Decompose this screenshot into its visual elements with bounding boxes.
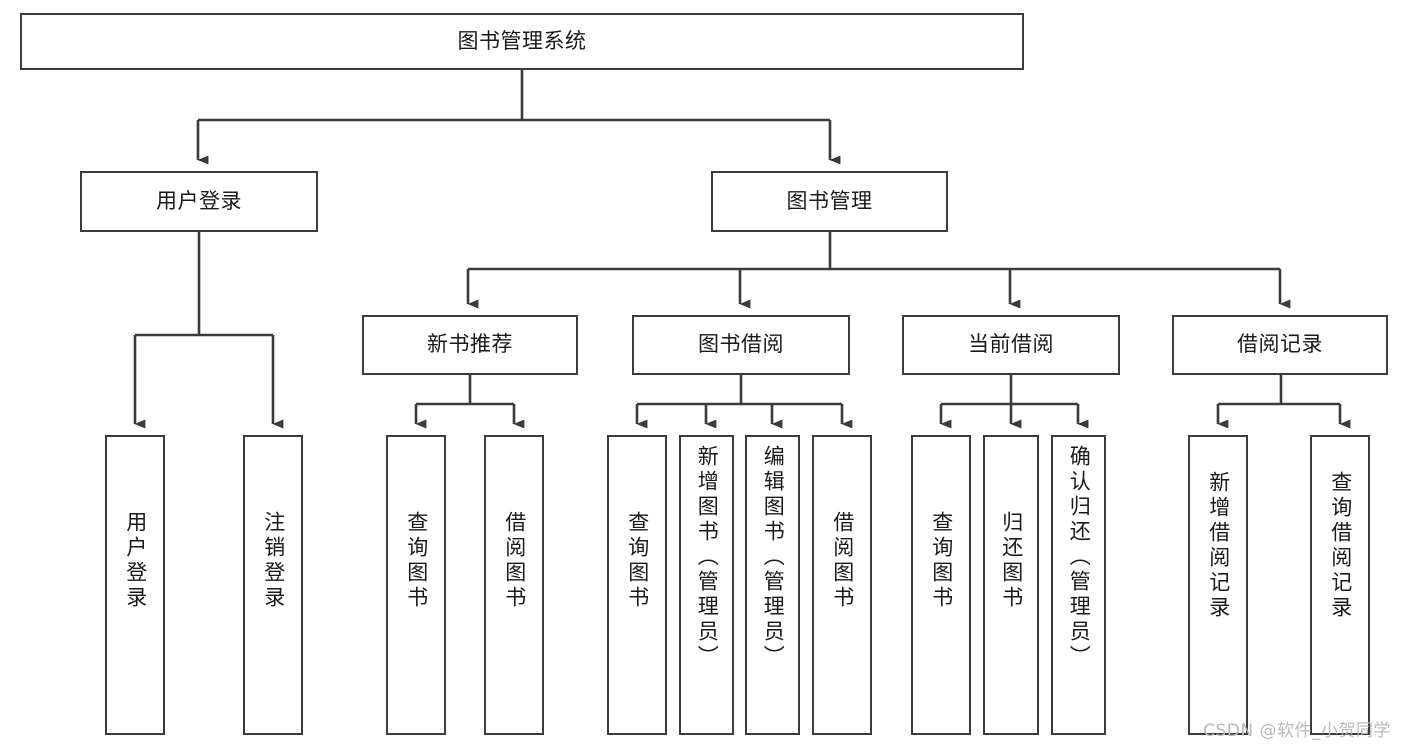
node-leaf-add-book-admin-label: 新增图书（管理员） bbox=[695, 445, 720, 670]
node-leaf-borrow-query-book[interactable]: 查询图书 bbox=[607, 435, 667, 735]
node-leaf-borrow-book[interactable]: 借阅图书 bbox=[812, 435, 872, 735]
node-user-login[interactable]: 用户登录 bbox=[80, 171, 318, 232]
node-leaf-edit-book-admin[interactable]: 编辑图书（管理员） bbox=[745, 435, 800, 735]
node-leaf-recommend-query-book-label: 查询图书 bbox=[404, 511, 429, 611]
node-leaf-current-query-book-label: 查询图书 bbox=[929, 511, 954, 611]
node-book-manage[interactable]: 图书管理 bbox=[711, 171, 948, 232]
node-book-borrow-label: 图书借阅 bbox=[698, 332, 784, 357]
node-borrow-record[interactable]: 借阅记录 bbox=[1172, 315, 1388, 375]
node-leaf-query-borrow-record[interactable]: 查询借阅记录 bbox=[1310, 435, 1370, 735]
node-user-login-label: 用户登录 bbox=[156, 188, 242, 213]
node-current-borrow-label: 当前借阅 bbox=[968, 332, 1054, 357]
node-leaf-logout[interactable]: 注销登录 bbox=[243, 435, 303, 735]
node-leaf-user-login[interactable]: 用户登录 bbox=[105, 435, 165, 735]
node-leaf-add-borrow-record[interactable]: 新增借阅记录 bbox=[1188, 435, 1248, 735]
node-leaf-return-book-label: 归还图书 bbox=[999, 511, 1024, 611]
node-book-manage-label: 图书管理 bbox=[786, 188, 873, 213]
node-current-borrow[interactable]: 当前借阅 bbox=[902, 315, 1120, 375]
node-new-book-recommend-label: 新书推荐 bbox=[427, 332, 513, 357]
node-leaf-return-book[interactable]: 归还图书 bbox=[983, 435, 1039, 735]
node-leaf-recommend-query-book[interactable]: 查询图书 bbox=[386, 435, 446, 735]
node-root[interactable]: 图书管理系统 bbox=[20, 13, 1024, 70]
node-leaf-user-login-label: 用户登录 bbox=[123, 511, 148, 611]
node-leaf-add-borrow-record-label: 新增借阅记录 bbox=[1206, 471, 1231, 621]
node-root-label: 图书管理系统 bbox=[457, 28, 587, 53]
node-leaf-query-borrow-record-label: 查询借阅记录 bbox=[1328, 471, 1353, 621]
csdn-watermark: CSDN @软件_小贺同学 bbox=[1203, 721, 1391, 741]
node-leaf-recommend-borrow-book-label: 借阅图书 bbox=[502, 511, 527, 611]
node-leaf-borrow-query-book-label: 查询图书 bbox=[625, 511, 650, 611]
node-leaf-edit-book-admin-label: 编辑图书（管理员） bbox=[761, 445, 786, 670]
node-new-book-recommend[interactable]: 新书推荐 bbox=[362, 315, 578, 375]
node-borrow-record-label: 借阅记录 bbox=[1237, 332, 1323, 357]
node-leaf-add-book-admin[interactable]: 新增图书（管理员） bbox=[679, 435, 734, 735]
node-leaf-current-query-book[interactable]: 查询图书 bbox=[911, 435, 971, 735]
node-leaf-confirm-return-admin[interactable]: 确认归还（管理员） bbox=[1051, 435, 1106, 735]
node-book-borrow[interactable]: 图书借阅 bbox=[632, 315, 850, 375]
node-leaf-recommend-borrow-book[interactable]: 借阅图书 bbox=[484, 435, 544, 735]
node-leaf-confirm-return-admin-label: 确认归还（管理员） bbox=[1067, 445, 1092, 670]
node-leaf-logout-label: 注销登录 bbox=[261, 511, 286, 611]
node-leaf-borrow-book-label: 借阅图书 bbox=[830, 511, 855, 611]
